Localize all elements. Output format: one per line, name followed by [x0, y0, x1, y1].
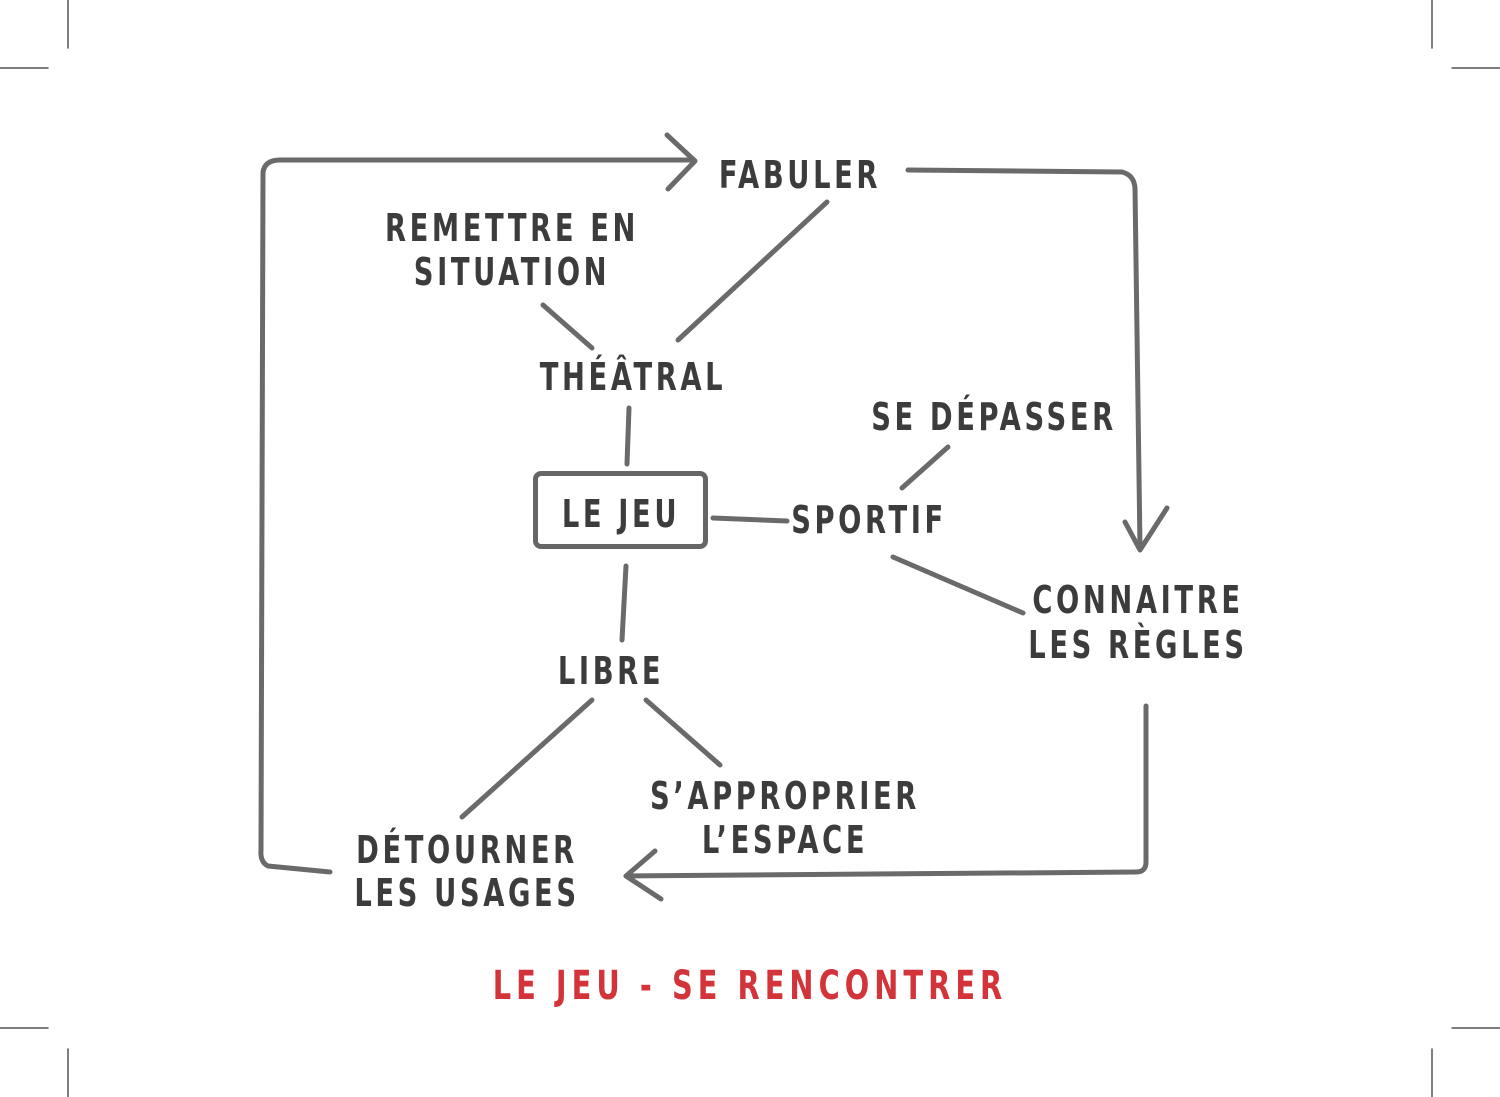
link-sportif-connaitre [890, 554, 1026, 616]
loop-arrow-left [258, 157, 693, 875]
diagram-title: LE JEU - SE RENCONTRER [492, 963, 1008, 1009]
link-jeu-libre [619, 563, 629, 643]
link-remettre-theatral [540, 302, 595, 351]
arrowhead-icon [1122, 505, 1170, 553]
node-theatral: THÉÂTRAL [539, 355, 727, 399]
loop-arrow-right [905, 167, 1143, 551]
node-libre: LIBRE [557, 649, 665, 693]
node-remettre-line1: REMETTRE EN [384, 206, 640, 250]
node-detourner-line2: LES USAGES [354, 871, 580, 915]
node-se-depasser: SE DÉPASSER [871, 395, 1117, 439]
le-jeu-box [533, 471, 708, 549]
link-depasser-sportif [899, 444, 951, 491]
node-connaitre-line2: LES RÈGLES [1028, 623, 1248, 667]
link-jeu-sportif [710, 515, 790, 524]
link-theatral-jeu [624, 405, 632, 467]
link-fabuler-theatral [675, 199, 830, 343]
node-detourner-line1: DÉTOURNER [356, 828, 578, 872]
link-libre-detourner [459, 697, 595, 820]
node-connaitre-line1: CONNAITRE [1032, 578, 1244, 622]
node-approprier-line2: L’ESPACE [701, 818, 869, 862]
link-libre-approprier [643, 697, 723, 768]
node-fabuler: FABULER [718, 153, 882, 197]
arrowhead-icon [664, 132, 698, 192]
node-le-jeu: LE JEU [561, 492, 681, 536]
arrowhead-icon [623, 848, 664, 902]
node-approprier-line1: S’APPROPRIER [650, 774, 920, 818]
node-sportif: SPORTIF [791, 498, 947, 542]
loop-arrow-bottom [623, 703, 1149, 879]
node-remettre-line2: SITUATION [413, 250, 611, 294]
